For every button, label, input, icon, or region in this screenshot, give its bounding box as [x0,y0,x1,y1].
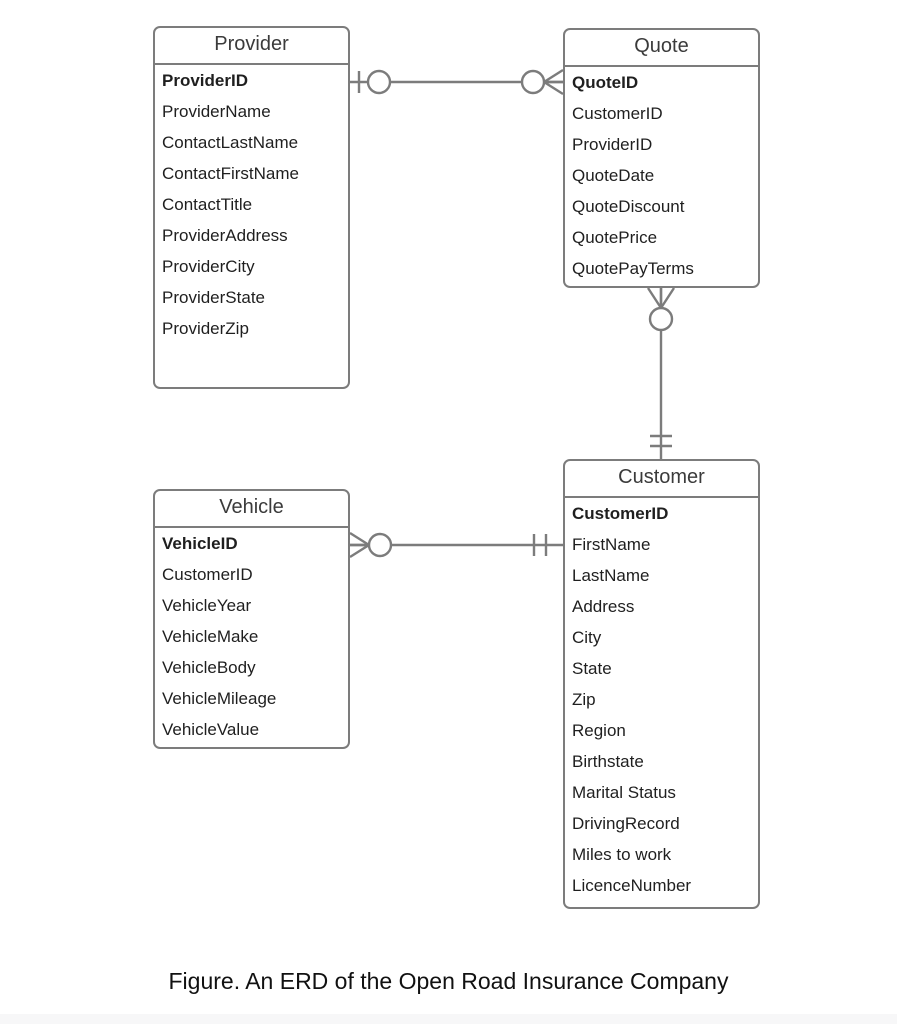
attribute-row: QuotePayTerms [572,259,694,278]
attribute-row: CustomerID [162,565,253,584]
attribute-row: Miles to work [572,845,672,864]
attribute-row: VehicleMake [162,627,259,646]
attribute-row: LastName [572,566,650,585]
attribute-row: Address [572,597,635,616]
attribute-row: FirstName [572,535,651,554]
attribute-row: VehicleMileage [162,689,277,708]
crowsfoot-quote-customer [646,287,676,309]
entity-provider-title: Provider [155,28,348,65]
attribute-row: QuoteDate [572,166,655,185]
attribute-row: ProviderName [162,102,271,121]
attribute-row: ProviderZip [162,319,249,338]
attribute-row: VehicleYear [162,596,252,615]
attribute-row: VehicleID [162,534,238,553]
attribute-row: CustomerID [572,104,663,123]
attribute-row: ProviderCity [162,257,255,276]
entity-customer-attributes: CustomerID FirstName LastName Address Ci… [565,498,758,901]
attribute-row: ContactLastName [162,133,299,152]
entity-provider[interactable]: Provider ProviderID ProviderName Contact… [153,26,350,389]
cardinality-circle-vehicle [367,532,393,558]
attribute-row: VehicleBody [162,658,256,677]
attribute-row: QuotePrice [572,228,658,247]
entity-customer-title: Customer [565,461,758,498]
attribute-row: ProviderAddress [162,226,288,245]
attribute-row: LicenceNumber [572,876,692,895]
attribute-row: DrivingRecord [572,814,680,833]
cardinality-circle-quote-bottom [648,306,674,332]
figure-caption: Figure. An ERD of the Open Road Insuranc… [168,968,729,994]
entity-vehicle[interactable]: Vehicle VehicleID CustomerID VehicleYear… [153,489,350,749]
crowsfoot-quote [543,68,564,96]
attribute-row: City [572,628,602,647]
entity-vehicle-title: Vehicle [155,491,348,528]
cardinality-circle-provider [366,69,392,95]
cardinality-circle-quote [520,69,546,95]
attribute-row: QuoteID [572,73,639,92]
entity-customer[interactable]: Customer CustomerID FirstName LastName A… [563,459,760,909]
attribute-row: Marital Status [572,783,676,802]
entity-quote[interactable]: Quote QuoteID CustomerID ProviderID Quot… [563,28,760,288]
relationship-vehicle-customer [349,531,563,559]
relationship-provider-quote [350,68,564,96]
attribute-row: Region [572,721,626,740]
attribute-row: Zip [572,690,596,709]
relationship-quote-customer [646,287,676,459]
attribute-row: CustomerID [572,504,669,523]
attribute-row: State [572,659,612,678]
entity-quote-title: Quote [565,30,758,67]
attribute-row: ContactTitle [162,195,253,214]
entity-quote-attributes: QuoteID CustomerID ProviderID QuoteDate … [565,67,758,284]
attribute-row: ProviderState [162,288,265,307]
crowsfoot-vehicle [349,531,370,559]
entity-vehicle-attributes: VehicleID CustomerID VehicleYear Vehicle… [155,528,348,745]
page-bottom-band [0,1014,897,1024]
entity-provider-attributes: ProviderID ProviderName ContactLastName … [155,65,348,344]
attribute-row: QuoteDiscount [572,197,685,216]
attribute-row: ProviderID [572,135,653,154]
attribute-row: VehicleValue [162,720,260,739]
attribute-row: ProviderID [162,71,248,90]
attribute-row: Birthstate [572,752,644,771]
attribute-row: ContactFirstName [162,164,299,183]
